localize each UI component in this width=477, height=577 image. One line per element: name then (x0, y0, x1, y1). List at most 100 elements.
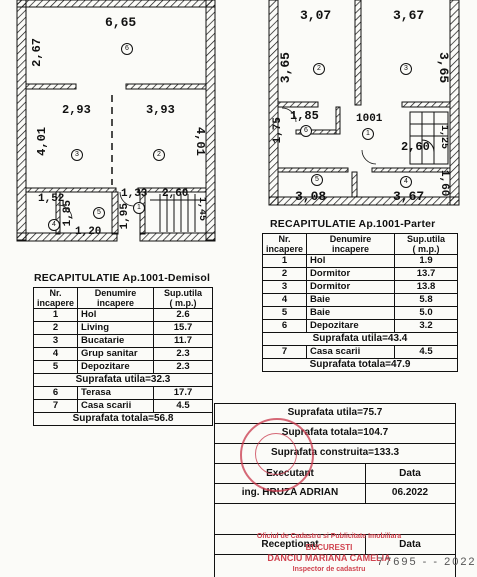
demisol-dim-width-top: 6,65 (105, 15, 137, 30)
summary-totala: Suprafata totala=104.7 (281, 427, 389, 438)
row-name: Casa scarii (306, 345, 395, 359)
row-name: Bucatarie (77, 334, 154, 348)
demisol-room-4-marker: 4 (48, 219, 60, 231)
demisol-dim-wc-depth: 1,85 (62, 200, 74, 227)
demisol-dim-right-depth: 4,01 (193, 127, 207, 156)
cadastre-office-text: Oficiul de Cadastru si Publicitate Imobi… (256, 533, 402, 540)
row-name: Hol (77, 308, 154, 322)
row-nr: 5 (32, 360, 79, 374)
row-name: Baie (306, 306, 395, 320)
row-nr: 4 (32, 347, 79, 361)
parter-floor-plan (268, 0, 460, 206)
row-nr: 6 (261, 319, 308, 333)
demisol-room-2-marker: 2 (153, 149, 165, 161)
demisol-dim-right-room: 3,93 (146, 103, 175, 117)
demisol-utila-total: Suprafata utila=32.3 (33, 373, 213, 387)
parter-header-area: Sup.utila ( m.p.) (394, 233, 458, 255)
row-name: Dormitor (306, 267, 395, 281)
row-area: 4.5 (153, 399, 213, 413)
row-area: 17.7 (153, 386, 213, 400)
demisol-room-1-marker: 1 (133, 202, 145, 214)
demisol-dim-left-depth: 4,01 (35, 127, 49, 156)
summary-utila: Suprafata utila=75.7 (287, 407, 383, 418)
inspector-role-text: Inspector de cadastru (292, 566, 366, 573)
row-nr: 1 (261, 254, 308, 268)
demisol-room-5-marker: 5 (93, 207, 105, 219)
parter-room-4-marker: 4 (400, 176, 412, 188)
parter-dim-room2-depth: 3,65 (278, 52, 293, 84)
row-area: 4.5 (394, 345, 458, 359)
demisol-totala-total: Suprafata totala=56.8 (33, 412, 213, 426)
row-area: 2.6 (153, 308, 213, 322)
executant-seal-inner (255, 433, 297, 475)
parter-table-title: RECAPITULATIE Ap.1001-Parter (270, 218, 436, 230)
parter-room-6-marker: 6 (300, 125, 312, 137)
receptionat-label: Receptionat (261, 539, 319, 550)
demisol-dim-hol-width: 1,33 (121, 188, 148, 200)
row-nr: 2 (32, 321, 79, 335)
demisol-dim-terrace-depth: 2,67 (30, 38, 44, 67)
parter-dim-room2-width: 3,07 (300, 8, 332, 23)
row-area: 1.9 (394, 254, 458, 268)
row-nr: 3 (32, 334, 79, 348)
demisol-dim-storage-width: 1,20 (75, 226, 102, 238)
parter-room-5-marker: 5 (311, 174, 323, 186)
demisol-room-6-marker: 6 (121, 43, 133, 55)
row-nr: 7 (261, 345, 308, 359)
parter-utila-total: Suprafata utila=43.4 (262, 332, 458, 346)
parter-dim-hol-width: 2,60 (401, 140, 430, 154)
row-area: 3.2 (394, 319, 458, 333)
parter-header-name: Denumire incapere (306, 233, 395, 255)
demisol-table-title: RECAPITULATIE Ap.1001-Demisol (34, 272, 211, 284)
row-nr: 2 (261, 267, 308, 281)
executant-name: ing. HRUZA ADRIAN (241, 487, 339, 498)
demisol-dim-stair-depth: 1,45 (196, 197, 207, 222)
demisol-dim-stair-width: 2,60 (162, 188, 189, 200)
row-area: 5.8 (394, 293, 458, 307)
row-name: Terasa (77, 386, 154, 400)
parter-dim-storage-width: 1,85 (290, 109, 319, 123)
parter-dim-storage-depth: 1,75 (272, 117, 284, 144)
parter-dim-room3-width: 3,67 (393, 8, 425, 23)
row-nr: 4 (261, 293, 308, 307)
executant-seal (240, 418, 314, 492)
row-name: Living (77, 321, 154, 335)
parter-totala-total: Suprafata totala=47.9 (262, 358, 458, 372)
parter-area-table: Nr. incapere Denumire incapere Sup.utila… (261, 233, 458, 372)
row-name: Dormitor (306, 280, 395, 294)
row-name: Depozitare (306, 319, 395, 333)
demisol-floor-plan (16, 0, 216, 242)
receptionat-date-label: Data (399, 539, 421, 550)
parter-dim-room3-depth: 3,65 (436, 52, 451, 84)
row-area: 11.7 (153, 334, 213, 348)
row-area: 2.3 (153, 360, 213, 374)
parter-header-nr: Nr. incapere (261, 233, 308, 255)
row-name: Grup sanitar (77, 347, 154, 361)
parter-room-1-marker: 1 (362, 128, 374, 140)
row-nr: 3 (261, 280, 308, 294)
cadastre-city-text: BUCURESTI (305, 543, 353, 552)
demisol-dim-left-room: 2,93 (62, 103, 91, 117)
parter-room-3-marker: 3 (400, 63, 412, 75)
row-name: Hol (306, 254, 395, 268)
row-name: Casa scarii (77, 399, 154, 413)
summary-construita: Suprafata construita=133.3 (270, 447, 400, 458)
row-area: 13.7 (394, 267, 458, 281)
row-name: Depozitare (77, 360, 154, 374)
row-nr: 1 (32, 308, 79, 322)
row-area: 15.7 (153, 321, 213, 335)
row-nr: 6 (32, 386, 79, 400)
demisol-dim-wc-width: 1,52 (38, 193, 65, 205)
